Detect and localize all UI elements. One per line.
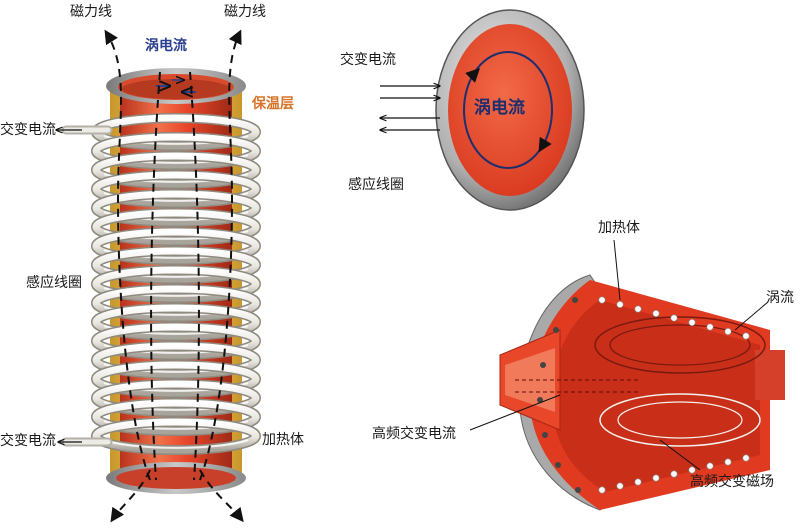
bolt <box>542 432 548 438</box>
coil-dot <box>670 314 678 322</box>
flux-line-bottom-right <box>199 469 244 523</box>
coil-turn <box>91 379 261 417</box>
flux-line-bottom-left <box>110 469 151 523</box>
coil-dot <box>616 482 624 490</box>
bolt <box>575 487 581 493</box>
coil-dot <box>652 309 660 317</box>
coil-dots <box>598 296 750 494</box>
top-right-disc-figure <box>380 9 585 211</box>
flux-line-left <box>104 29 151 481</box>
coil-turn <box>91 341 261 379</box>
coil-dot <box>670 470 678 478</box>
label-coil: 感应线圈 <box>26 275 82 291</box>
label-hf-current: 高频交变电流 <box>372 426 456 442</box>
coil-dot <box>598 296 606 304</box>
label-coil-disc: 感应线圈 <box>348 177 404 193</box>
left-induction-coil-figure <box>56 29 261 523</box>
coil-turn <box>91 360 261 398</box>
coil-dot <box>688 466 696 474</box>
coil-turn <box>91 417 261 455</box>
flux-line-center-left <box>150 71 161 481</box>
label-insulation: 保温层 <box>252 96 294 112</box>
disc-eddy-loop <box>463 51 553 169</box>
label-flux-left: 磁力线 <box>70 4 112 20</box>
label-hf-field: 高频交变磁场 <box>690 474 774 490</box>
label-ac-top: 交变电流 <box>0 122 56 138</box>
flux-line-right <box>199 29 242 481</box>
flux-line-center-right <box>189 71 200 481</box>
coil-dot <box>616 300 624 308</box>
bolt <box>572 297 578 303</box>
coil-dot <box>652 474 660 482</box>
coil-dot <box>688 318 696 326</box>
bolt <box>553 327 559 333</box>
label-eddy-current-disc: 涡电流 <box>474 98 525 118</box>
label-ac-bottom: 交变电流 <box>0 433 56 449</box>
label-eddy-current: 涡电流 <box>145 38 187 54</box>
coil-dot <box>724 458 732 466</box>
label-heater: 加热体 <box>262 432 304 448</box>
eddy-loop-2 <box>599 393 761 447</box>
label-ac-current-disc: 交变电流 <box>340 52 396 68</box>
coil-dot <box>634 478 642 486</box>
label-flux-right: 磁力线 <box>224 4 266 20</box>
coil-dot <box>706 462 714 470</box>
coil-dot <box>598 486 606 494</box>
eddy-loop-1 <box>594 316 766 374</box>
coil-dot <box>742 332 750 340</box>
label-eddy-cutaway: 涡流 <box>766 290 794 306</box>
flange-bolts <box>537 297 581 493</box>
coil-dot <box>724 327 732 335</box>
coil-dot <box>634 305 642 313</box>
coil-dot <box>742 454 750 462</box>
bolt <box>537 397 543 403</box>
bottom-right-cutaway-figure <box>469 239 785 511</box>
bolt <box>555 462 561 468</box>
coil-dot <box>706 323 714 331</box>
label-heater-cutaway: 加热体 <box>598 220 640 236</box>
bolt <box>540 362 546 368</box>
